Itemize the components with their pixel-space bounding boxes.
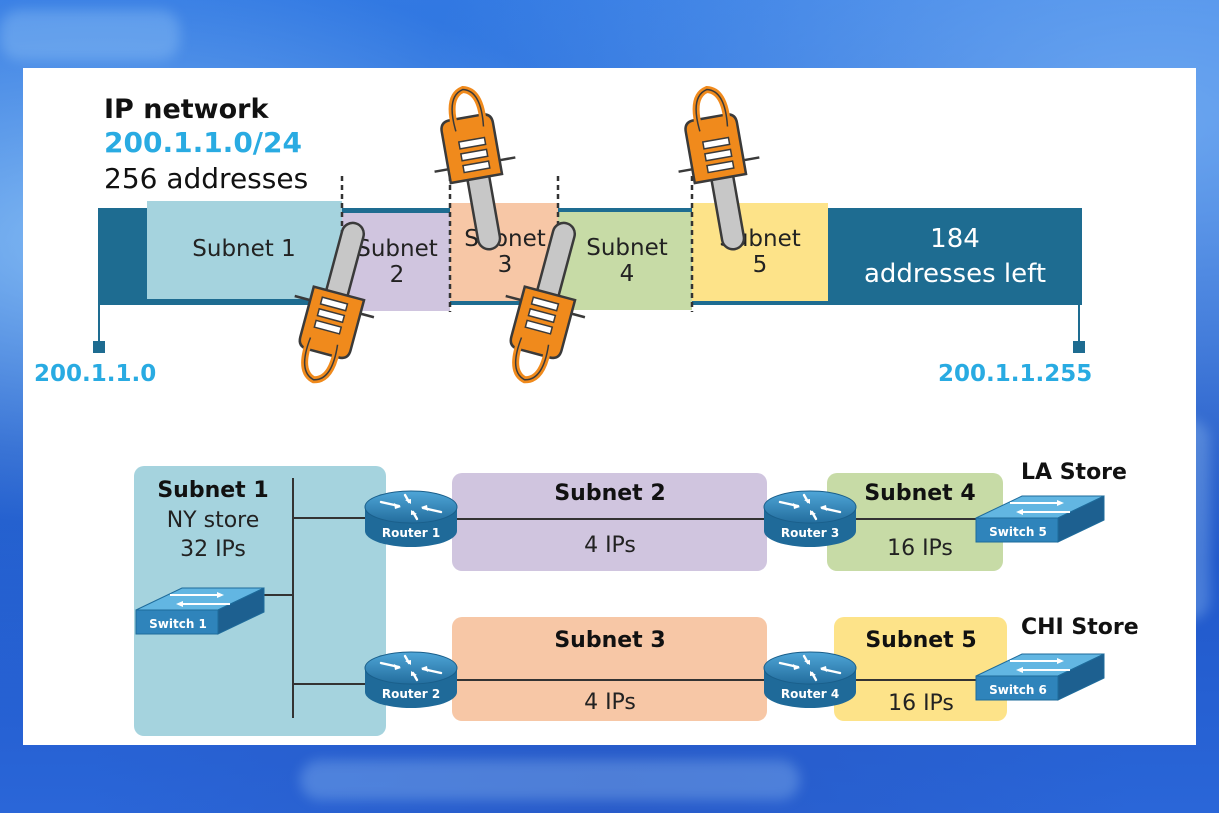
router-1-label: Router 1: [382, 526, 440, 540]
subnet-1-size: 32 IPs: [180, 537, 246, 562]
subnet-5-area: [834, 617, 1007, 721]
bar-subnet-2-number: 2: [390, 262, 405, 288]
addresses-left-label: addresses left: [864, 259, 1046, 289]
subnet-3-size: 4 IPs: [584, 690, 636, 715]
end-address: 200.1.1.255: [938, 361, 1092, 387]
addresses-left-count: 184: [930, 224, 980, 254]
subnet-1-title: Subnet 1: [157, 478, 268, 503]
subnet-4-title: Subnet 4: [864, 481, 975, 506]
chi-store-label: CHI Store: [1021, 615, 1139, 640]
switch-5: Switch 5: [975, 495, 1105, 543]
router-3-label: Router 3: [781, 526, 839, 540]
switch-1: Switch 1: [135, 587, 265, 635]
bar-subnet-2-label: Subnet: [356, 236, 438, 262]
router-3: Router 3: [762, 489, 858, 549]
network-links: [262, 478, 1000, 718]
bar-subnet-5-number: 5: [753, 252, 768, 278]
subnet-4-area: [827, 473, 1003, 571]
switch-6: Switch 6: [975, 653, 1105, 701]
network-cidr: 200.1.1.0/24: [104, 126, 302, 159]
bar-subnet-4-number: 4: [620, 261, 635, 287]
network-size: 256 addresses: [104, 162, 308, 195]
subnet-3-title: Subnet 3: [554, 628, 665, 653]
end-marker: [1073, 341, 1085, 353]
switch-1-label: Switch 1: [149, 617, 207, 631]
la-store-label: LA Store: [1021, 460, 1127, 485]
router-4-label: Router 4: [781, 687, 839, 701]
router-4: Router 4: [762, 650, 858, 710]
subnet-5-title: Subnet 5: [865, 628, 976, 653]
start-address: 200.1.1.0: [34, 361, 156, 387]
bar-subnet-4: [558, 212, 692, 310]
subnet-4-size: 16 IPs: [887, 536, 953, 561]
subnet-3-area: [452, 617, 767, 721]
router-2: Router 2: [363, 650, 459, 710]
router-2-label: Router 2: [382, 687, 440, 701]
subnet-5-size: 16 IPs: [888, 691, 954, 716]
subnet-2-size: 4 IPs: [584, 533, 636, 558]
bar-subnet-1: [147, 201, 342, 299]
subnet-2-title: Subnet 2: [554, 481, 665, 506]
switch-5-label: Switch 5: [989, 525, 1047, 539]
background-streak: [300, 760, 800, 800]
network-title: IP network: [104, 94, 269, 125]
bar-subnet-3-number: 3: [498, 252, 513, 278]
bar-subnet-5: [692, 203, 828, 301]
bar-subnet-4-label: Subnet: [586, 235, 668, 261]
switch-6-label: Switch 6: [989, 683, 1047, 697]
subnet-1-location: NY store: [167, 508, 260, 533]
bar-subnet-1-label: Subnet 1: [192, 236, 295, 262]
subnet-2-area: [452, 473, 767, 571]
background-streak: [0, 10, 180, 60]
router-1: Router 1: [363, 489, 459, 549]
start-marker: [93, 341, 105, 353]
